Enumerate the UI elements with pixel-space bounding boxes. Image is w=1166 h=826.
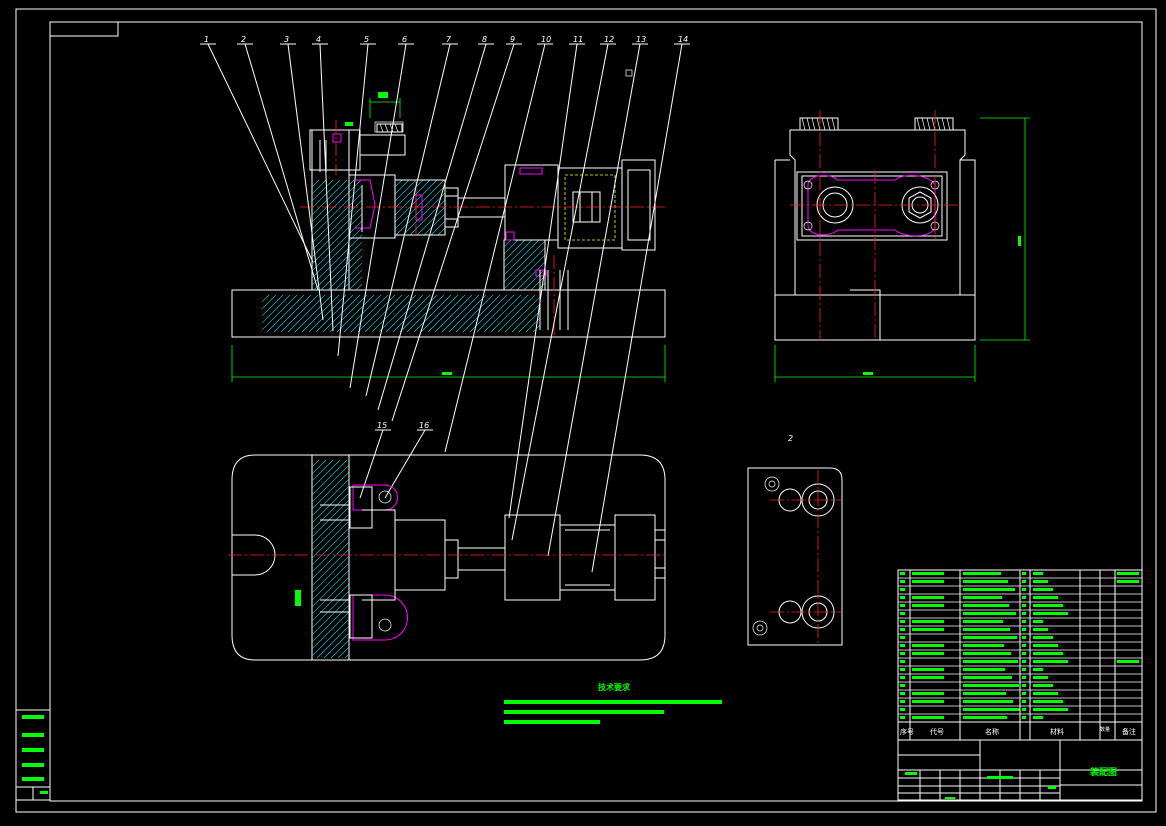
part-balloon-label: 16	[419, 421, 429, 430]
bom-header-remark: 备注	[1122, 727, 1136, 736]
bom-header-seq: 序号	[900, 727, 914, 736]
sheet-frame	[15, 8, 1157, 813]
part-balloon-label: 12	[604, 35, 614, 44]
top-view	[228, 454, 668, 661]
front-section-view	[231, 92, 666, 382]
bill-of-materials: 序号 代号 名称 材料 数量 备注	[897, 569, 1143, 741]
part-balloon-label: 8	[482, 35, 487, 44]
part-balloon-label: 14	[678, 35, 688, 44]
part-balloon-label: 13	[636, 35, 646, 44]
part-balloon-label: 5	[364, 35, 369, 44]
detail-view: 2	[747, 434, 843, 646]
technical-requirements: 技术要求	[504, 682, 722, 724]
part-balloon-label: 10	[541, 35, 551, 44]
side-view	[774, 110, 1030, 382]
svg-text:2: 2	[788, 434, 793, 443]
part-balloon-label: 3	[284, 35, 289, 44]
part-balloon-label: 11	[573, 35, 583, 44]
tech-requirements-title: 技术要求	[598, 682, 631, 692]
part-balloon-label: 9	[510, 35, 515, 44]
bom-header-qty: 数量	[1100, 726, 1110, 733]
bom-header-name: 名称	[985, 727, 999, 736]
title-block: 装配图	[897, 739, 1143, 801]
part-balloon-label: 1	[204, 35, 209, 44]
part-balloon-label: 15	[377, 421, 387, 430]
part-balloon-label: 7	[446, 35, 452, 44]
bom-header-material: 材料	[1050, 727, 1064, 736]
part-balloon-label: 2	[241, 35, 246, 44]
drawing-name: 装配图	[1089, 766, 1117, 778]
part-balloon-label: 4	[316, 35, 321, 44]
bom-header-code: 代号	[930, 727, 944, 736]
left-stamp-fields	[16, 715, 50, 800]
part-balloon-label: 6	[402, 35, 407, 44]
